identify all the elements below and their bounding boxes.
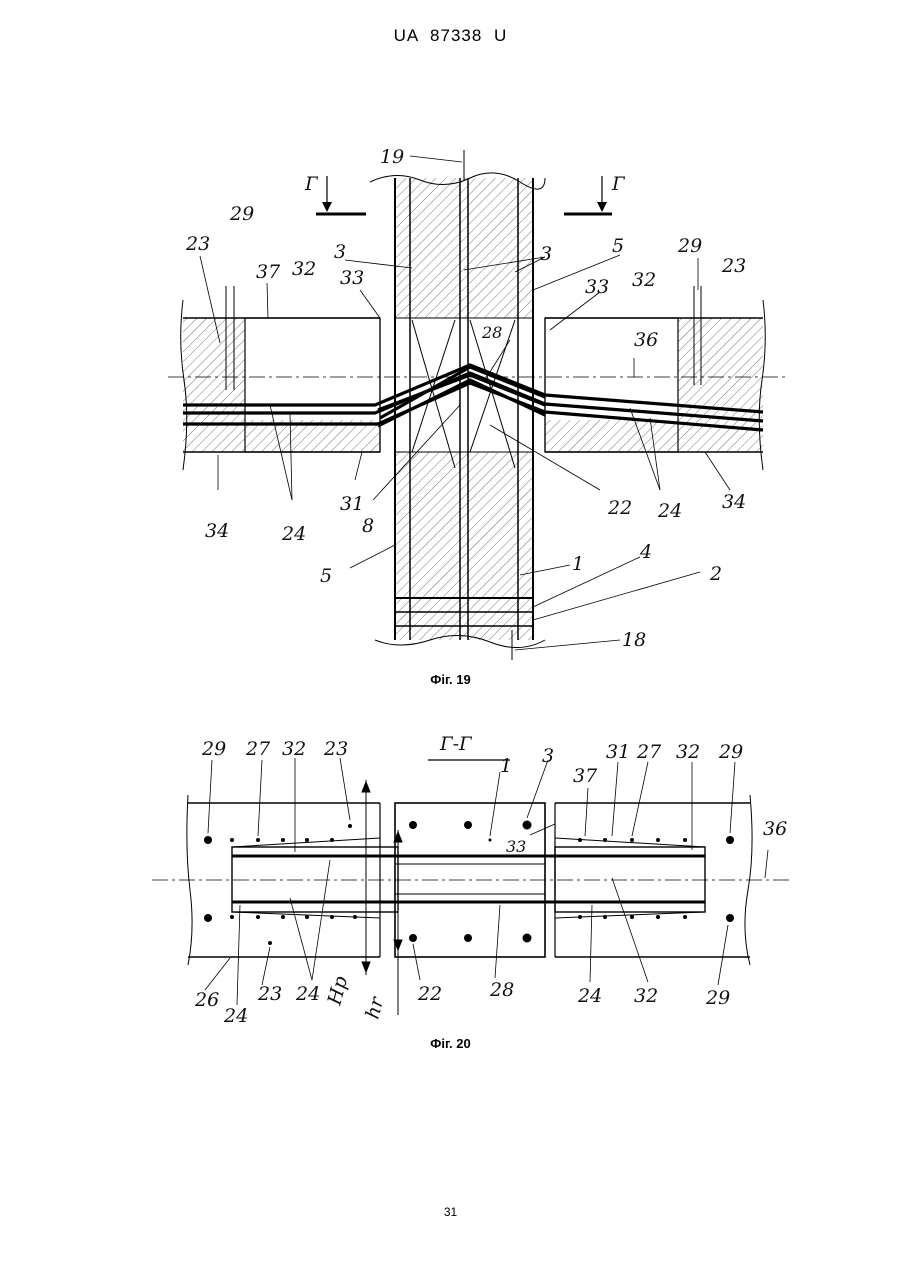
- label-32-top-left: 32: [282, 738, 306, 760]
- label-5-bottom: 5: [320, 565, 332, 587]
- label-29-right: 29: [677, 235, 702, 257]
- label-2: 2: [709, 563, 722, 585]
- label-5-top: 5: [612, 235, 624, 257]
- label-29-bottom-right: 29: [705, 987, 730, 1009]
- dimension-lines: [362, 780, 402, 1015]
- label-23-right: 23: [721, 255, 746, 277]
- label-24-right: 24: [657, 500, 682, 522]
- label-4: 4: [639, 541, 652, 563]
- label-26: 26: [194, 989, 219, 1011]
- label-3: 3: [542, 745, 554, 767]
- label-32-right: 32: [632, 269, 656, 291]
- figure-19-caption: Фіг. 19: [0, 672, 901, 687]
- label-3-right: 3: [540, 243, 552, 265]
- label-33-left: 33: [340, 267, 364, 289]
- label-37: 37: [256, 261, 281, 283]
- label-31: 31: [340, 493, 364, 515]
- section-mark-left-label: Г: [304, 173, 319, 195]
- label-18: 18: [622, 629, 646, 651]
- label-24-bottom-mid: 24: [295, 983, 320, 1005]
- leader-lines-plan: [205, 758, 768, 1005]
- label-37-plan: 37: [573, 765, 598, 787]
- label-23-left: 23: [185, 233, 210, 255]
- label-24-bottom-right: 24: [577, 985, 602, 1007]
- label-29-top-left: 29: [201, 738, 226, 760]
- label-1: 1: [572, 553, 584, 575]
- label-33-right: 33: [585, 276, 609, 298]
- label-hr: hr: [362, 993, 389, 1021]
- label-32-left: 32: [292, 258, 316, 280]
- page-number: 31: [0, 1205, 901, 1219]
- section-mark-right: Г: [564, 173, 626, 214]
- left-slab: [181, 286, 380, 470]
- label-34-right: 34: [722, 491, 746, 513]
- label-24-left: 24: [281, 523, 306, 545]
- label-23-bottom: 23: [257, 983, 282, 1005]
- label-22: 22: [607, 497, 632, 519]
- label-22-plan: 22: [417, 983, 442, 1005]
- label-28-plan: 28: [489, 979, 514, 1001]
- section-title: Г-Г: [439, 733, 473, 755]
- label-24-bottom-left: 24: [223, 1005, 248, 1027]
- section-mark-left: Г: [304, 173, 366, 214]
- label-29-left: 29: [229, 203, 254, 225]
- label-Hp: Hp: [323, 974, 352, 1008]
- right-slab: [545, 286, 765, 470]
- label-36-plan: 36: [763, 818, 787, 840]
- label-8: 8: [362, 515, 374, 537]
- label-29-top-right: 29: [718, 741, 743, 763]
- figure-19-drawing: Г Г 19 3 3 5 29: [0, 0, 901, 700]
- label-34-left: 34: [205, 520, 229, 542]
- label-1-plan: 1: [500, 755, 512, 777]
- label-23-top: 23: [323, 738, 348, 760]
- figure-20-caption: Фіг. 20: [0, 1036, 901, 1051]
- label-32-bottom-right: 32: [634, 985, 658, 1007]
- label-3-left: 3: [334, 241, 346, 263]
- figure-20-drawing: Г-Г: [0, 700, 901, 1030]
- label-28: 28: [481, 323, 502, 342]
- label-36: 36: [634, 329, 658, 351]
- label-31-plan: 31: [606, 741, 630, 763]
- label-27-right: 27: [636, 741, 662, 763]
- section-mark-right-label: Г: [611, 173, 626, 195]
- rebar-dots: [204, 821, 734, 946]
- label-33-plan: 33: [506, 837, 526, 856]
- label-32-top-right: 32: [676, 741, 700, 763]
- label-19: 19: [380, 146, 404, 168]
- label-27-left: 27: [245, 738, 271, 760]
